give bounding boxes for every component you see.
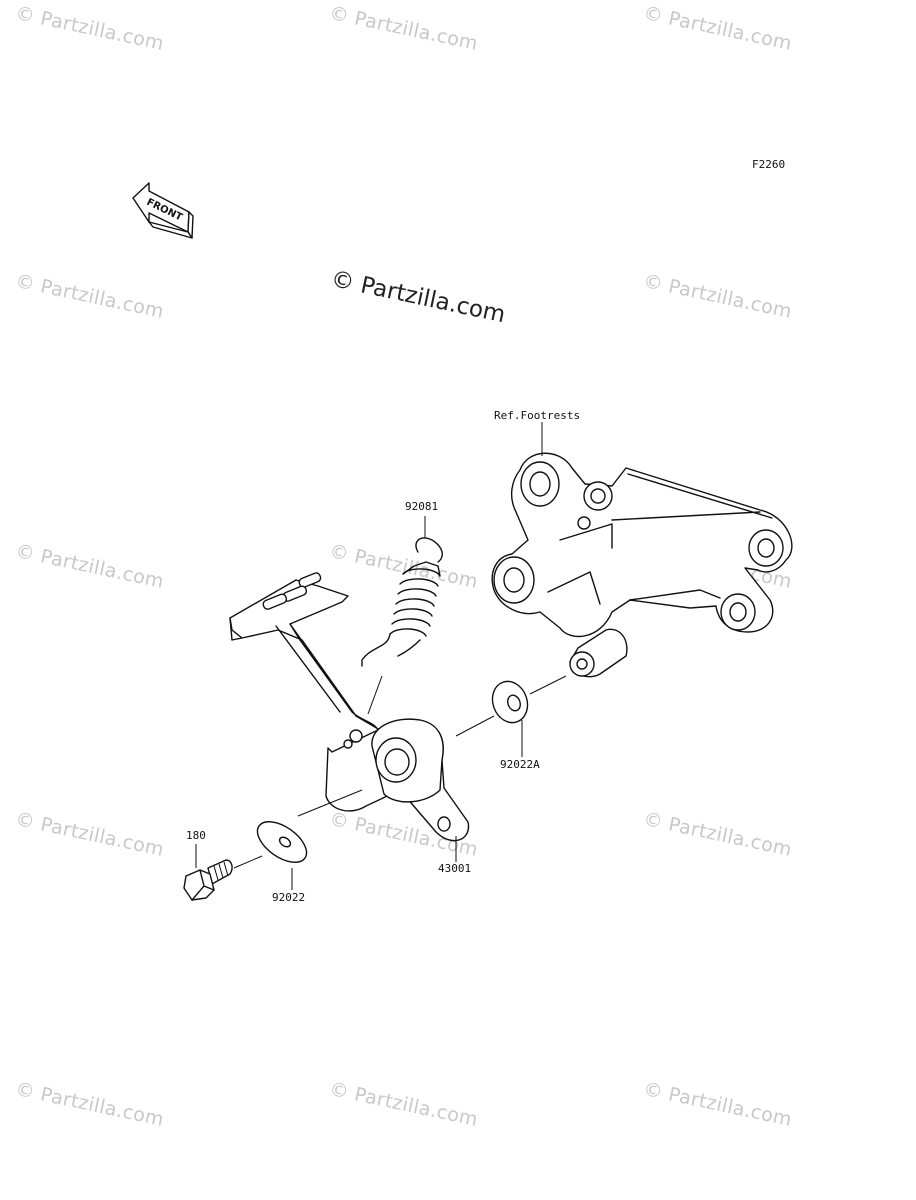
return-spring <box>361 537 443 667</box>
part-label-92081: 92081 <box>405 500 439 513</box>
brake-pedal <box>229 572 470 842</box>
bolt-180 <box>183 859 233 901</box>
diagram-code: F2260 <box>752 158 786 171</box>
front-arrow-icon: FRONT <box>132 182 194 239</box>
washer-92022 <box>256 821 308 863</box>
part-label-43001: 43001 <box>438 862 472 875</box>
pedal-tread-pads <box>262 572 322 610</box>
part-label-ref-footrests: Ref.Footrests <box>494 409 581 422</box>
part-label-92022a: 92022A <box>500 758 540 771</box>
part-label-92022: 92022 <box>272 891 306 904</box>
footrest-bracket <box>491 452 793 678</box>
part-label-180: 180 <box>186 829 206 842</box>
washer-92022a <box>491 680 529 724</box>
